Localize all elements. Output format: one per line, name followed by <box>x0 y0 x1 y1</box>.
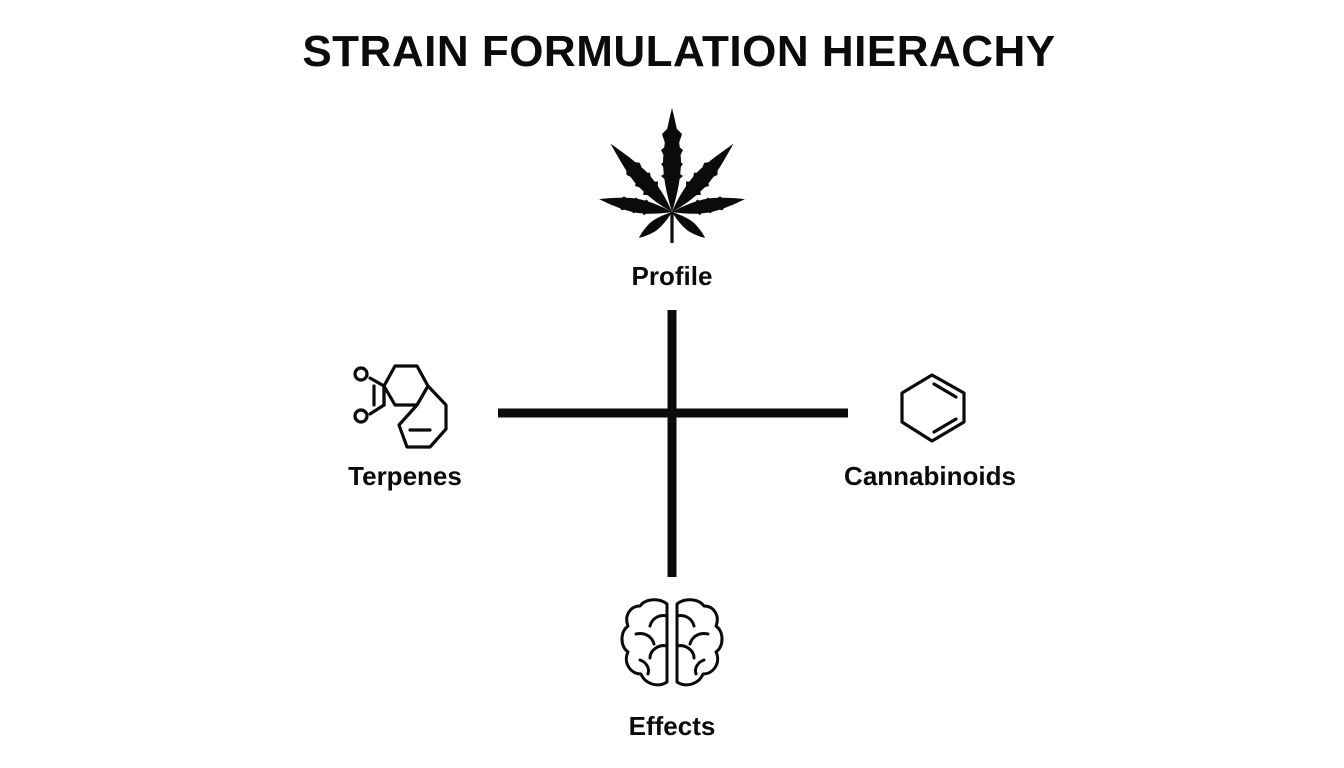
benzene-ring-icon <box>900 373 966 443</box>
diagram-title: STRAIN FORMULATION HIERACHY <box>302 27 1056 76</box>
node-label-effects: Effects <box>628 711 716 741</box>
terpene-molecule-icon <box>353 364 448 449</box>
connector-cross <box>498 310 848 577</box>
cannabis-leaf-icon <box>599 108 745 243</box>
node-label-terpenes: Terpenes <box>348 461 462 491</box>
node-label-profile: Profile <box>631 261 713 291</box>
node-label-cannabinoids: Cannabinoids <box>844 461 1016 491</box>
brain-icon <box>620 598 724 687</box>
